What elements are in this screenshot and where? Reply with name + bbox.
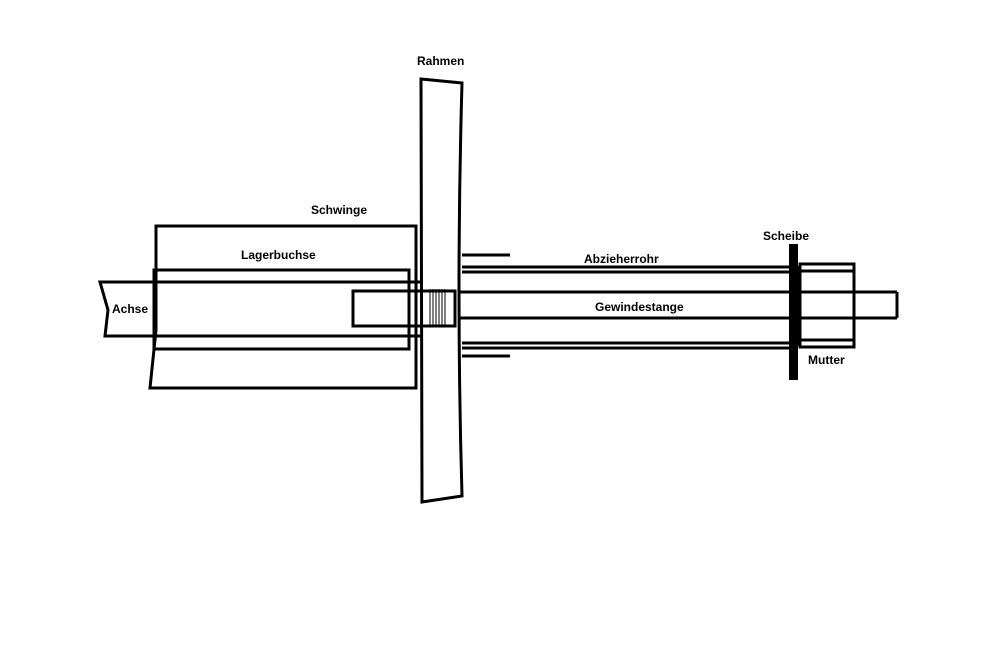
mutter-shape [798,262,856,349]
label-scheibe: Scheibe [763,229,810,243]
label-abzieherrohr: Abzieherrohr [584,252,659,266]
gewindestange-shape [458,290,899,320]
achse-shape [98,280,454,338]
thread-hatch [429,289,446,327]
scheibe-shape [789,244,798,380]
label-achse: Achse [112,302,149,316]
achse-end-shape [351,289,457,328]
lagerbuchse-shape [152,268,411,351]
label-mutter: Mutter [808,353,845,367]
schwinge-shape [148,224,418,390]
label-gewindestange: Gewindestange [595,300,684,314]
label-lagerbuchse: Lagerbuchse [241,248,316,262]
abzieherrohr-shape [462,253,792,358]
label-rahmen: Rahmen [417,54,465,68]
scheibe-inner [796,266,801,346]
label-schwinge: Schwinge [311,203,368,217]
